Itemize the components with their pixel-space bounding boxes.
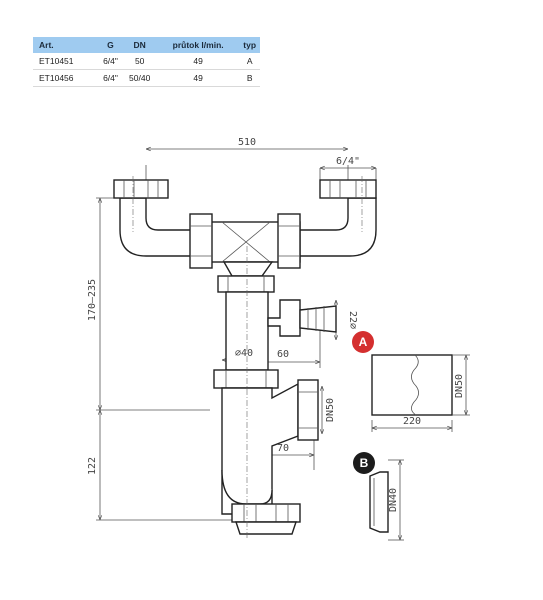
dim-thread: 6/4" [336,156,360,167]
cell-flow: 49 [156,53,240,70]
col-art: Art. [33,37,99,53]
cell-g: 6/4" [98,53,123,70]
dim-dn50-a: DN50 [454,374,465,398]
cell-art: ET10451 [33,53,99,70]
dim-170-235: 170–235 [87,279,98,321]
dim-60: 60 [277,349,289,360]
spec-header-row: Art. G DN průtok l/min. typ [33,37,260,53]
col-dn: DN [122,37,157,53]
dim-510: 510 [238,137,256,148]
cell-art: ET10456 [33,69,99,87]
detail-b [369,459,404,541]
cell-type: B [239,69,260,87]
cell-type: A [239,53,260,70]
dim-220: 220 [403,416,421,427]
dim-d40: ⌀40 [235,348,253,359]
table-row: ET10451 6/4" 50 49 A [33,53,260,70]
dim-122: 122 [87,457,98,475]
siphon-body [113,176,377,540]
dim-70: 70 [277,443,289,454]
marker-a-badge [352,331,374,353]
dim-hose: 22⌀ [347,311,358,329]
spec-table: Art. G DN průtok l/min. typ ET10451 6/4"… [33,37,260,87]
cell-dn: 50/40 [122,69,157,87]
col-g: G [98,37,123,53]
cell-dn: 50 [122,53,157,70]
col-type: typ [239,37,260,53]
table-row: ET10456 6/4" 50/40 49 B [33,69,260,87]
detail-a [371,354,470,432]
dim-dn50-side: DN50 [325,398,336,422]
marker-a-label: A [359,335,368,349]
dim-dn40-b: DN40 [388,488,399,512]
marker-b-badge [353,452,375,474]
marker-b-label: B [360,456,369,470]
cell-flow: 49 [156,69,240,87]
col-flow: průtok l/min. [156,37,240,53]
cell-g: 6/4" [98,69,123,87]
